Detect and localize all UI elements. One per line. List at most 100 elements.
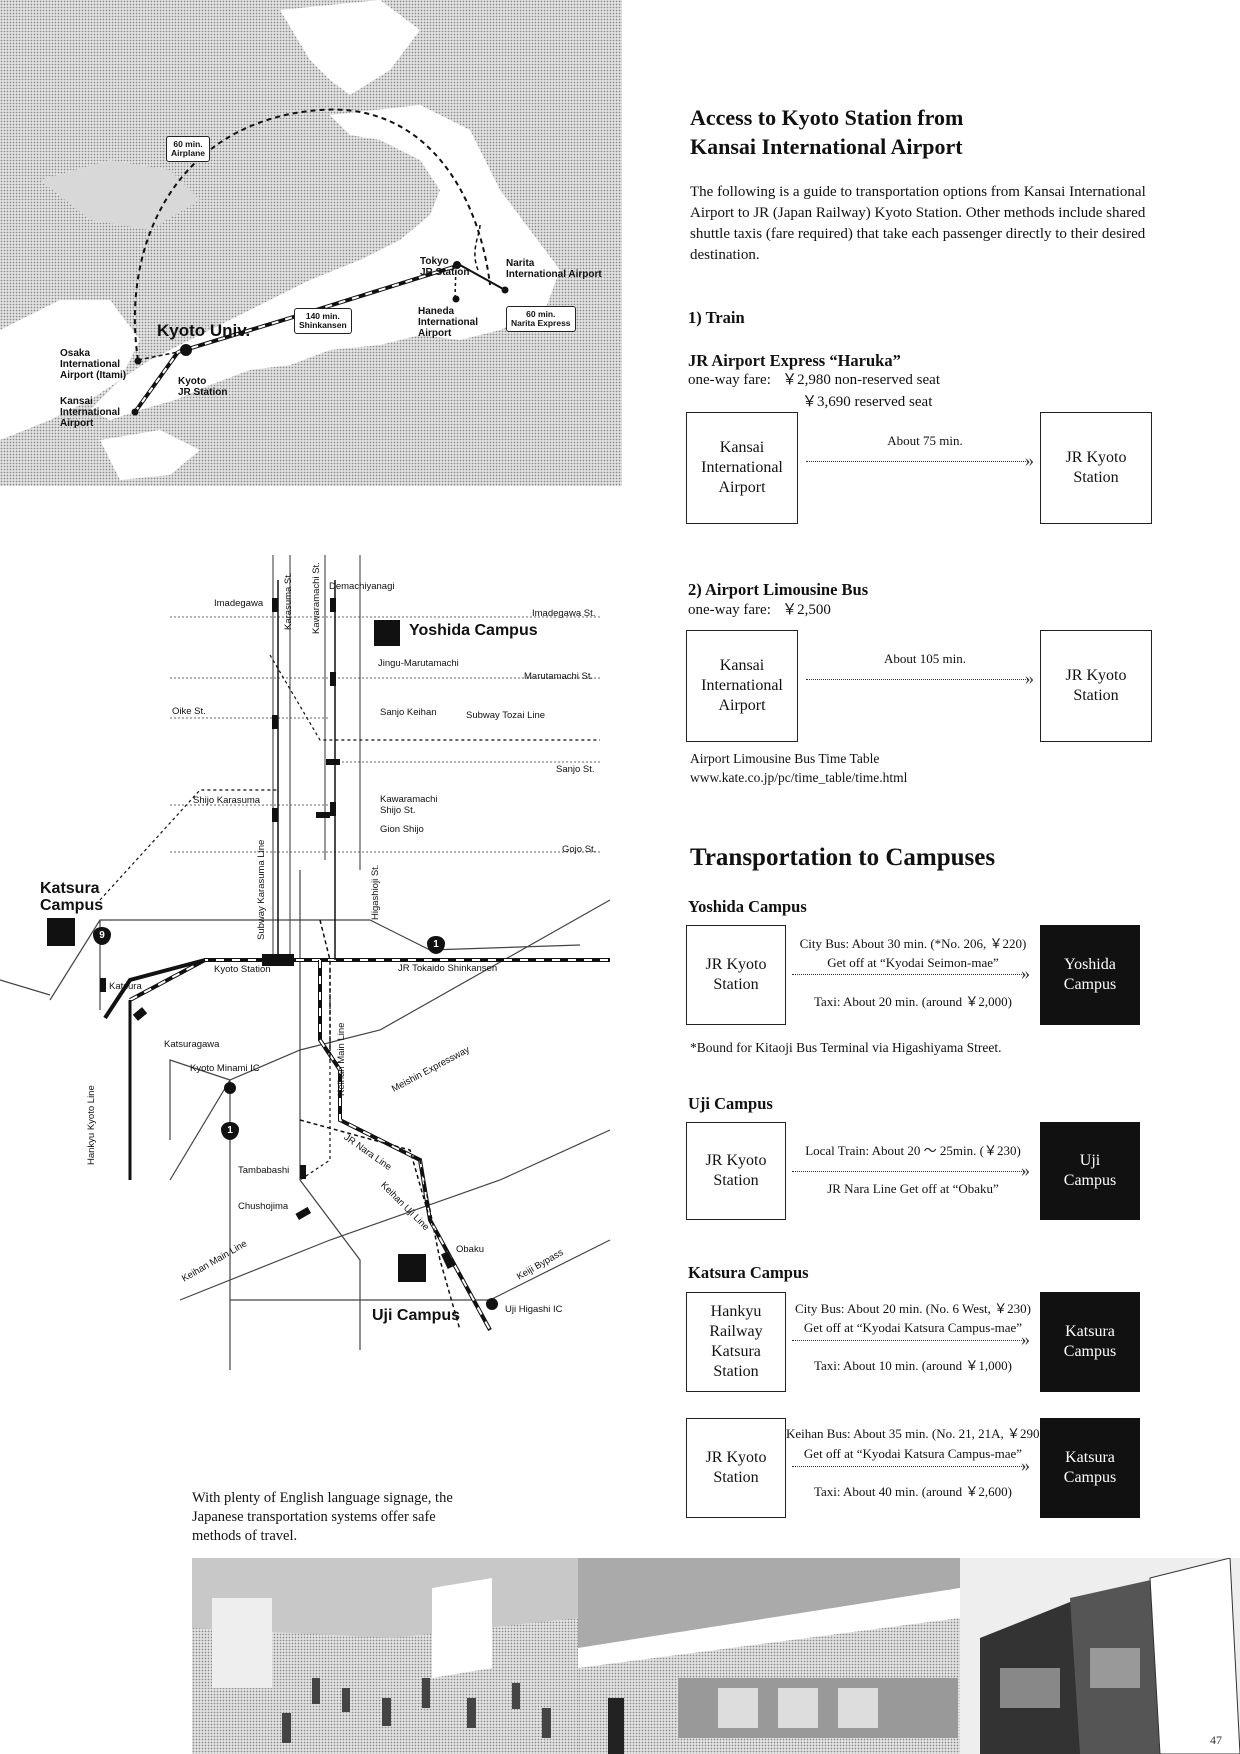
- katsura-citybus-arrow: [792, 1329, 1030, 1350]
- katsura-citybus-getoff: Get off at “Kyodai Katsura Campus-mae”: [803, 1320, 1023, 1335]
- kyoto-city-map: 9 1 1 Yoshida Campus Katsura Campus Uji …: [0, 540, 630, 1380]
- bus-to-box: JR Kyoto Station: [1040, 630, 1152, 742]
- uji-higashi-ic-label: Uji Higashi IC: [505, 1304, 563, 1315]
- katsura-heading: Katsura Campus: [688, 1263, 809, 1282]
- obaku-label: Obaku: [456, 1244, 484, 1255]
- karasuma-street-label: Karasuma St.: [283, 572, 294, 630]
- page-number: 47: [1210, 1733, 1222, 1747]
- sanjo-keihan-label: Sanjo Keihan: [380, 707, 437, 718]
- kawaramachi-label: Kawaramachi: [380, 794, 438, 805]
- demachiyanagi-label: Demachiyanagi: [329, 581, 395, 592]
- chushojima-label: Chushojima: [238, 1201, 289, 1212]
- uji-from-box: JR Kyoto Station: [686, 1122, 786, 1220]
- katsura-station-label: Katsura: [109, 981, 142, 992]
- japan-overview-map: Kyoto Univ. Osaka International Airport …: [0, 0, 622, 486]
- katsura-keihanbus-getoff: Get off at “Kyodai Katsura Campus-mae”: [803, 1446, 1023, 1461]
- keihan-main-line-vertical-label: Keihan Main Line: [336, 1022, 347, 1096]
- bus-fare: one-way fare: ￥2,500: [688, 602, 831, 618]
- access-title-line1: Access to Kyoto Station from: [690, 105, 964, 130]
- yoshida-getoff: Get off at “Kyodai Seimon-mae”: [827, 955, 999, 970]
- train-from-box: Kansai International Airport: [686, 412, 798, 524]
- yoshida-arrow: [792, 963, 1030, 984]
- tambabashi-label: Tambabashi: [238, 1165, 290, 1176]
- haruka-fare-reserved: ￥3,690 reserved seat: [802, 394, 933, 410]
- katsura-citybus-route: City Bus: About 20 min. (No. 6 West, ￥23…: [795, 1301, 1031, 1316]
- access-title-line2: Kansai International Airport: [690, 134, 963, 159]
- limousine-bus-photo: [960, 1558, 1240, 1754]
- route-1-shield-north: 1: [427, 936, 445, 954]
- oike-street-label: Oike St.: [172, 706, 206, 717]
- bus-time-label: About 105 min.: [884, 651, 966, 666]
- uji-to-box: Uji Campus: [1040, 1122, 1140, 1220]
- katsura-taxi-40-route: Taxi: About 40 min. (around ￥2,600): [813, 1484, 1013, 1499]
- train-heading: 1) Train: [688, 308, 745, 327]
- katsura-keihanbus-route: Keihan Bus: About 35 min. (No. 21, 21A, …: [786, 1426, 1044, 1441]
- bus-heading: 2) Airport Limousine Bus: [688, 580, 869, 599]
- train-time-label: About 75 min.: [887, 433, 963, 448]
- route-1-shield-south: 1: [221, 1122, 239, 1140]
- station-concourse-photo: [192, 1558, 578, 1754]
- narita-express-time-box: 60 min. Narita Express: [506, 306, 576, 332]
- sanjo-street-label: Sanjo St.: [556, 764, 595, 775]
- campuses-title: Transportation to Campuses: [690, 844, 996, 871]
- city-map-graphic: [0, 555, 611, 1380]
- katsura-campus-map-label: Katsura Campus: [40, 880, 104, 914]
- yoshida-to-box: Yoshida Campus: [1040, 925, 1140, 1025]
- haruka-fare-nonreserved: one-way fare: ￥2,980 non-reserved seat: [688, 372, 940, 388]
- airplane-time-box: 60 min. Airplane: [166, 136, 211, 162]
- katsuragawa-label: Katsuragawa: [164, 1039, 220, 1050]
- katsura-keihanbus-arrow: [792, 1455, 1030, 1476]
- uji-getoff: JR Nara Line Get off at “Obaku”: [827, 1181, 999, 1196]
- train-arrow: [806, 450, 1034, 471]
- bus-arrow: [806, 668, 1034, 689]
- kyoto-minami-ic-label: Kyoto Minami IC: [190, 1063, 260, 1074]
- uji-campus-map-label: Uji Campus: [372, 1307, 461, 1324]
- shinkansen-time-box: 140 min. Shinkansen: [294, 308, 352, 334]
- haneda-label: Haneda International Airport: [418, 306, 479, 339]
- uji-train-route: Local Train: About 20 ～ 25min. (￥230): [805, 1143, 1021, 1158]
- subway-karasuma-line-label: Subway Karasuma Line: [256, 839, 267, 940]
- timetable-url[interactable]: www.kate.co.jp/pc/time_table/time.html: [690, 770, 908, 785]
- narita-label: Narita International Airport: [506, 258, 602, 280]
- higashioji-street-label: Higashioji St.: [370, 864, 381, 920]
- haruka-name: JR Airport Express “Haruka”: [688, 351, 901, 370]
- jr-tokaido-label: JR Tokaido Shinkansen: [398, 963, 498, 974]
- imadegawa-station-label: Imadegawa: [214, 598, 264, 609]
- yoshida-campus-map-label: Yoshida Campus: [409, 622, 538, 639]
- train-to-box: JR Kyoto Station: [1040, 412, 1152, 524]
- osaka-itami-label: Osaka International Airport (Itami): [60, 348, 127, 381]
- gion-shijo-label: Gion Shijo: [380, 824, 424, 835]
- marutamachi-street-label: Marutamachi St.: [524, 671, 594, 682]
- yoshida-note: *Bound for Kitaoji Bus Terminal via Higa…: [690, 1040, 1002, 1055]
- subway-tozai-line-label: Subway Tozai Line: [466, 710, 546, 721]
- hankyu-kyoto-line-label: Hankyu Kyoto Line: [86, 1085, 97, 1165]
- katsura-taxi-10-route: Taxi: About 10 min. (around ￥1,000): [813, 1358, 1013, 1373]
- yoshida-from-box: JR Kyoto Station: [686, 925, 786, 1025]
- kansai-airport-label: Kansai International Airport: [60, 396, 121, 429]
- katsura-to-box-1: Katsura Campus: [1040, 1292, 1140, 1392]
- yoshida-bus-route: City Bus: About 30 min. (*No. 206, ￥220): [799, 936, 1027, 951]
- katsura-hankyu-from-box: Hankyu Railway Katsura Station: [686, 1292, 786, 1392]
- kawaramachi-street-label: Kawaramachi St.: [311, 562, 322, 634]
- jingu-marutamachi-label: Jingu-Marutamachi: [378, 658, 459, 669]
- yoshida-taxi-route: Taxi: About 20 min. (around ￥2,000): [813, 994, 1013, 1009]
- tokyo-jr-label: Tokyo JR Station: [420, 256, 470, 278]
- imadegawa-street-label: Imadegawa St.: [532, 608, 596, 619]
- uji-arrow: [792, 1160, 1030, 1181]
- station-gates-photo: [578, 1558, 960, 1754]
- yoshida-heading: Yoshida Campus: [688, 897, 807, 916]
- kyoto-station-map-label: Kyoto Station: [214, 964, 271, 975]
- japan-map-graphic: [0, 0, 560, 480]
- timetable-label: Airport Limousine Bus Time Table: [690, 751, 880, 766]
- shijo-street-label: Shijo St.: [380, 805, 416, 816]
- katsura-to-box-2: Katsura Campus: [1040, 1418, 1140, 1518]
- kyoto-univ-label: Kyoto Univ.: [157, 321, 251, 340]
- access-intro: The following is a guide to transportati…: [690, 184, 1146, 263]
- photo-caption: With plenty of English language signage,…: [192, 1490, 453, 1544]
- route-9-shield: 9: [93, 927, 111, 945]
- gojo-street-label: Gojo St.: [562, 844, 597, 855]
- shijo-karasuma-label: Shijo Karasuma: [193, 795, 261, 806]
- katsura-jr-from-box: JR Kyoto Station: [686, 1418, 786, 1518]
- kyoto-jr-label: Kyoto JR Station: [178, 376, 228, 398]
- bus-from-box: Kansai International Airport: [686, 630, 798, 742]
